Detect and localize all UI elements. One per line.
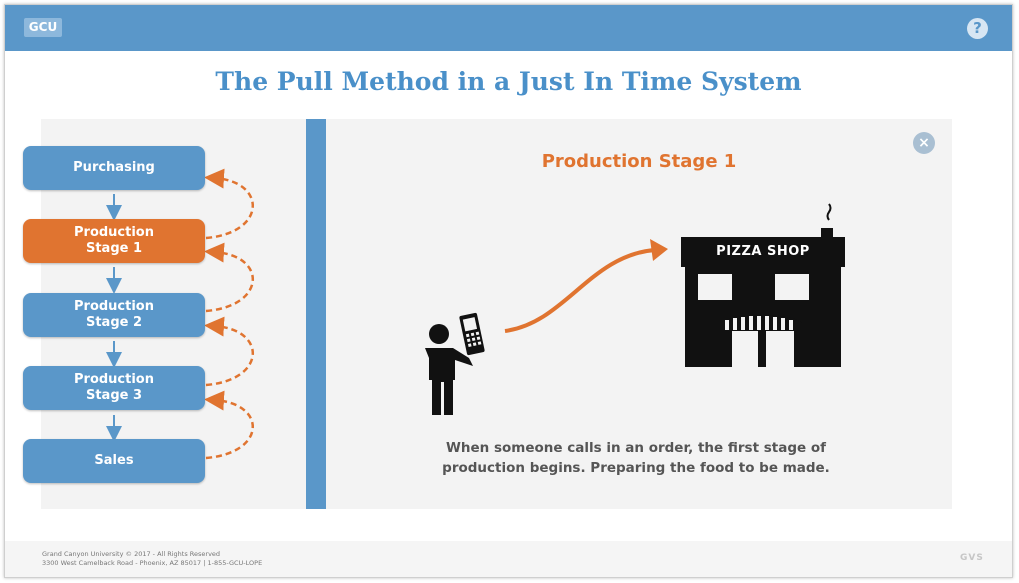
flow-node-production-stage-1[interactable]: Production Stage 1	[23, 219, 205, 263]
call-arrow	[504, 248, 656, 333]
top-bar: GCU ?	[5, 5, 1012, 51]
illustration	[425, 203, 845, 415]
panel-divider	[306, 119, 326, 509]
flow-node-production-stage-3[interactable]: Production Stage 3	[23, 366, 205, 410]
footer-address: 3300 West Camelback Road - Phoenix, AZ 8…	[42, 559, 263, 567]
footer	[5, 541, 1012, 577]
pizza-shop-icon	[681, 203, 845, 367]
person-phone-icon	[425, 312, 485, 415]
shop-sign: PIZZA SHOP	[716, 244, 810, 259]
help-icon[interactable]: ?	[967, 18, 988, 39]
close-icon[interactable]: ×	[913, 132, 935, 154]
footer-text: Grand Canyon University © 2017 - All Rig…	[42, 550, 262, 568]
gcu-logo: GCU	[24, 18, 62, 37]
flow-node-sales[interactable]: Sales	[23, 439, 205, 483]
stage-heading: Production Stage 1	[541, 151, 737, 172]
stage-description: When someone calls in an order, the firs…	[442, 440, 830, 476]
footer-copyright: Grand Canyon University © 2017 - All Rig…	[42, 550, 221, 558]
page-title: The Pull Method in a Just In Time System	[215, 67, 802, 96]
app-window: GCU ? The Pull Method in a Just In Time …	[4, 4, 1013, 578]
flow-arrows	[106, 168, 254, 460]
call-arrow-head	[650, 239, 668, 261]
footer-mark: GVS	[960, 553, 984, 563]
flow-node-production-stage-2[interactable]: Production Stage 2	[23, 293, 205, 337]
flow-node-purchasing[interactable]: Purchasing	[23, 146, 205, 190]
pull-arrows	[204, 168, 254, 460]
